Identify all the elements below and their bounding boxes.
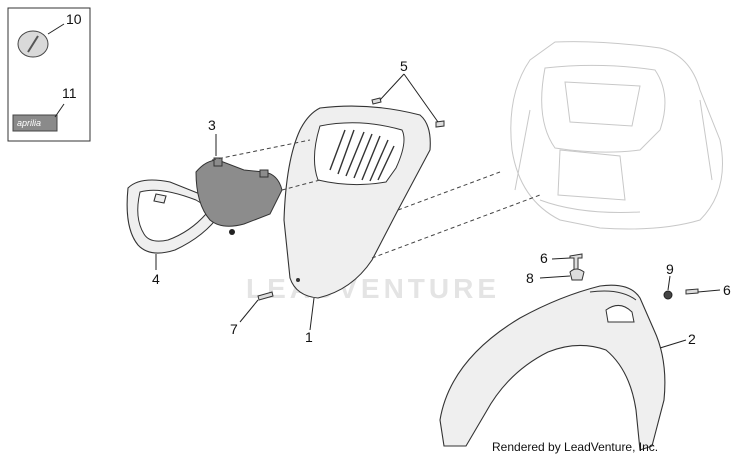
callout-6-left: 6 bbox=[540, 250, 548, 266]
watermark: LEADVENTURE bbox=[246, 273, 500, 304]
cap-10-icon bbox=[17, 30, 49, 58]
body-frame-outline bbox=[510, 41, 723, 230]
badge-text: aprilia bbox=[17, 118, 41, 128]
callout-2: 2 bbox=[688, 331, 696, 347]
part-2-front-fender bbox=[439, 284, 666, 451]
callout-3: 3 bbox=[208, 117, 216, 133]
hardware-screws bbox=[257, 97, 699, 301]
leader-lines bbox=[155, 73, 721, 349]
render-credit: Rendered by LeadVenture, Inc. bbox=[492, 440, 658, 454]
part-3-mesh-grille bbox=[195, 157, 283, 235]
callout-1: 1 bbox=[305, 329, 313, 345]
callout-5: 5 bbox=[400, 58, 408, 74]
inset-box: aprilia bbox=[7, 7, 91, 142]
aprilia-badge-icon: aprilia bbox=[12, 114, 58, 132]
part-4-headlight-frame bbox=[126, 179, 222, 254]
callout-7: 7 bbox=[230, 321, 238, 337]
callout-9: 9 bbox=[666, 261, 674, 277]
callout-10: 10 bbox=[66, 11, 82, 27]
callout-4: 4 bbox=[152, 271, 160, 287]
callout-6-right: 6 bbox=[723, 282, 731, 298]
callout-11: 11 bbox=[62, 85, 77, 101]
part-1-front-shield bbox=[283, 105, 431, 299]
alignment-lines bbox=[211, 139, 541, 259]
callout-8: 8 bbox=[526, 270, 534, 286]
